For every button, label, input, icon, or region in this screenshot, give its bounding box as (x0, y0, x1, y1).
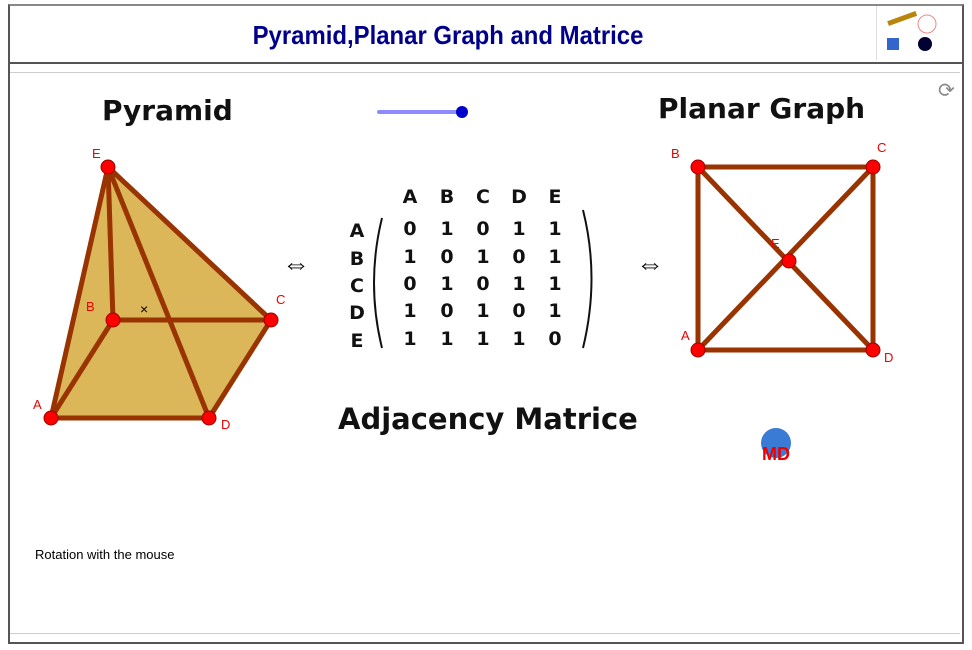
rotation-hint: Rotation with the mouse (35, 547, 175, 562)
matrix-cell: 1 (440, 273, 453, 295)
matrix-cell: 0 (403, 218, 416, 240)
canvas[interactable] (10, 72, 960, 634)
matrix-cell: 0 (512, 300, 525, 322)
matrix-cell: 1 (403, 246, 416, 268)
pyramid-point-b (105, 312, 121, 328)
matrix-cell: 1 (476, 300, 489, 322)
geometry-tools-logo-icon (876, 6, 941, 60)
matrix-cell: 0 (548, 328, 561, 350)
right-paren (582, 209, 593, 349)
author-logo-icon: MD (761, 428, 791, 464)
matrix-row-header: B (350, 248, 364, 270)
matrix-row-header: C (350, 275, 364, 297)
app-frame (8, 4, 964, 644)
matrix-cell: 1 (476, 246, 489, 268)
matrix-cell: 1 (548, 246, 561, 268)
slider[interactable] (377, 106, 468, 118)
matrix-cell: 1 (403, 300, 416, 322)
graph-point-d (865, 342, 881, 358)
matrix-cell: 1 (476, 328, 489, 350)
pyramid-point-d (201, 410, 217, 426)
label-e: E (92, 146, 101, 161)
matrix-cell: 0 (403, 273, 416, 295)
matrix-col-header: B (440, 186, 454, 208)
matrix-row-header: A (350, 220, 365, 242)
matrix-cell: 1 (440, 218, 453, 240)
graph-point-e (781, 253, 797, 269)
reset-icon[interactable]: ⟳ (938, 80, 955, 102)
graph-label-e: E (771, 236, 780, 251)
svg-text:MD: MD (762, 444, 790, 464)
label-a: A (33, 397, 42, 412)
matrix-cell: 1 (512, 273, 525, 295)
matrix-col-header: C (476, 186, 490, 208)
matrix-col-header: E (549, 186, 562, 208)
matrix-cell: 1 (512, 328, 525, 350)
matrix-col-header: A (403, 186, 418, 208)
slider-handle (456, 106, 468, 118)
adjacency-matrix-heading: Adjacency Matrice (338, 402, 638, 436)
planar-graph-heading: Planar Graph (658, 92, 866, 125)
matrix-cell: 1 (548, 273, 561, 295)
header: Pyramid,Planar Graph and Matrice (8, 4, 962, 64)
matrix-cell: 0 (476, 273, 489, 295)
label-b: B (86, 299, 95, 314)
left-paren (373, 217, 383, 349)
label-d: D (221, 417, 230, 432)
matrix-cell: 1 (403, 328, 416, 350)
pyramid[interactable] (48, 164, 274, 421)
graph-label-a: A (681, 328, 690, 343)
matrix-cell: 0 (476, 218, 489, 240)
matrix-col-header: D (511, 186, 527, 208)
centroid-marker: × (140, 301, 148, 317)
matrix-cell: 0 (440, 300, 453, 322)
graph-label-c: C (877, 140, 886, 155)
pyramid-point-e (100, 159, 116, 175)
graph-point-b (690, 159, 706, 175)
pyramid-point-c (263, 312, 279, 328)
label-c: C (276, 292, 285, 307)
matrix-cell: 0 (512, 246, 525, 268)
graph-point-c (865, 159, 881, 175)
matrix-cell: 1 (548, 300, 561, 322)
graph-label-d: D (884, 350, 893, 365)
matrix-cell: 0 (440, 246, 453, 268)
pyramid-heading: Pyramid (102, 94, 233, 127)
app-title: Pyramid,Planar Graph and Matrice (252, 20, 644, 50)
pyramid-point-a (43, 410, 59, 426)
graph-label-b: B (671, 146, 680, 161)
equivalence-right: ⇔ (636, 248, 664, 279)
matrix-row-header: D (349, 302, 365, 324)
matrix-cell: 1 (440, 328, 453, 350)
matrix-row-header: E (351, 330, 364, 352)
graph-point-a (690, 342, 706, 358)
equivalence-left: ⇔ (282, 248, 310, 279)
matrix-cell: 1 (512, 218, 525, 240)
matrix-cell: 1 (548, 218, 561, 240)
